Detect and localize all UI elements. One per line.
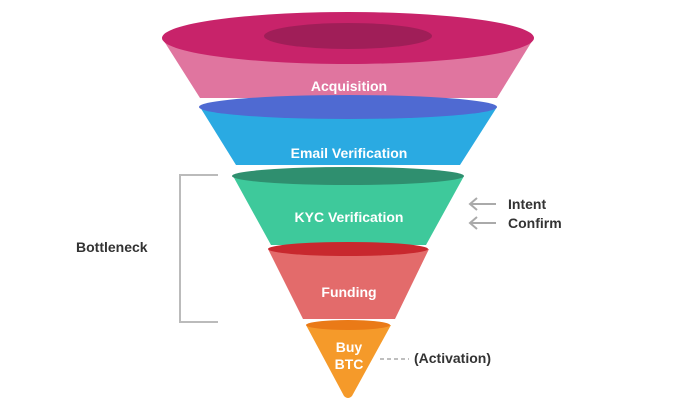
stage-kyc-verification-top [232,167,464,185]
stage-buy-btc-body [306,325,391,398]
stage-acquisition-label: Acquisition [311,78,387,94]
bottleneck-label: Bottleneck [76,239,148,255]
confirm-annotation: Confirm [468,215,562,231]
stage-acquisition: Acquisition [162,12,534,98]
stage-funding-top [268,242,428,256]
stage-funding: Funding [268,242,429,319]
stage-buy-btc-top [306,320,390,330]
stage-funding-label: Funding [321,284,376,300]
stage-buy-btc-label-line1: Buy [336,339,363,355]
stage-buy-btc: Buy BTC [306,320,391,398]
stage-funding-body [268,249,429,319]
stage-email-verification: Email Verification [199,95,497,165]
stage-buy-btc-label-line2: BTC [335,356,364,372]
stage-email-verification-body [200,107,497,165]
stage-kyc-verification: KYC Verification [232,167,464,245]
stage-kyc-verification-body [233,176,464,245]
intent-label: Intent [508,196,546,212]
activation-annotation: (Activation) [380,350,491,366]
confirm-label: Confirm [508,215,562,231]
stage-email-verification-top [199,95,497,119]
bottleneck-bracket: Bottleneck [76,174,218,323]
intent-annotation: Intent [468,196,546,212]
stage-acquisition-hole [264,23,432,49]
stage-kyc-verification-label: KYC Verification [295,209,404,225]
confirm-arrow-icon [468,216,496,230]
stage-email-verification-label: Email Verification [291,145,408,161]
activation-label: (Activation) [414,350,491,366]
intent-arrow-icon [468,197,496,211]
bracket-line [179,174,218,323]
